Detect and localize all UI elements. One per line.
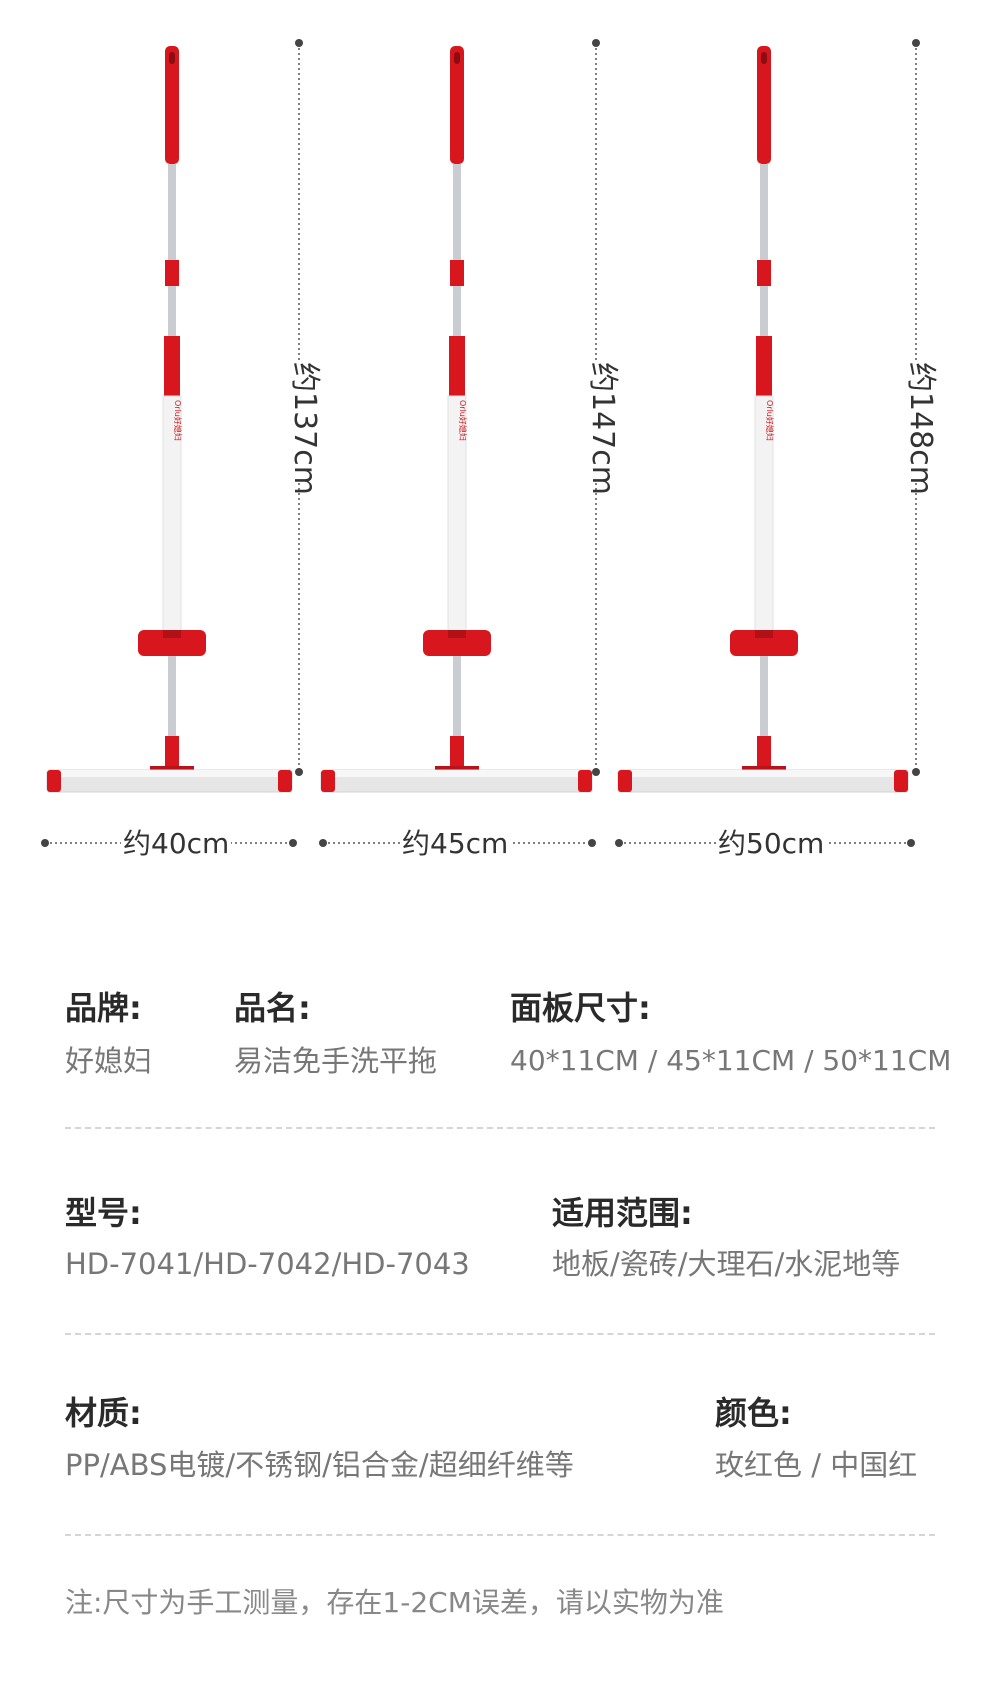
mop-2-pole-upper: [453, 164, 461, 260]
mop-3-pole-upper: [760, 164, 768, 260]
panel-size-label: 面板尺寸:: [510, 989, 651, 1027]
product-name-label: 品名:: [234, 989, 311, 1027]
mop-2-width-label: 约45cm: [400, 827, 511, 861]
mop-1-pole-logo: Orlu好媳妇: [173, 400, 183, 441]
model-value: HD-7041/HD-7042/HD-7043: [65, 1247, 470, 1281]
mop-3-clamp-slot: [755, 630, 773, 638]
mop-3-swivel-joint: [757, 736, 771, 766]
mop-3-pad-end-right: [894, 770, 908, 792]
mop-1-height-guide-bottom-dot: [295, 768, 303, 776]
mop-1-clamp-slot: [163, 630, 181, 638]
mop-2-pad-top: [321, 770, 592, 777]
mop-1-squeeze-clamp: [138, 630, 206, 656]
mop-2-pole-logo: Orlu好媳妇: [458, 400, 468, 441]
mop-1-pad-end-left: [47, 770, 61, 792]
mop-2-pole-joint-2: [449, 336, 465, 396]
mop-2-hang-hole: [454, 52, 460, 64]
mop-3-pole-middle: [760, 286, 768, 336]
mop-1-width-guide-left-dot: [41, 839, 49, 847]
mop-3-pole-lower: [760, 656, 768, 736]
mop-1-pad-end-right: [278, 770, 292, 792]
mop-2-pad-end-left: [321, 770, 335, 792]
divider-2: [65, 1333, 935, 1335]
mop-1-hang-hole: [169, 52, 175, 64]
panel-size-value: 40*11CM / 45*11CM / 50*11CM: [510, 1044, 952, 1077]
product-name-value: 易洁免手洗平拖: [234, 1044, 438, 1078]
mop-3-width-guide-right-dot: [907, 839, 915, 847]
mop-1-pole-joint-1: [165, 260, 179, 286]
mop-drawing: Orlu好媳妇 Orlu好媳妇 Orlu好媳妇: [41, 39, 920, 847]
usage-label: 适用范围:: [552, 1194, 693, 1232]
mop-3-width-guide-left-dot: [615, 839, 623, 847]
mop-2-height-guide-top-dot: [592, 39, 600, 47]
mop-1-height-guide-top-dot: [295, 39, 303, 47]
mop-2-pole-joint-1: [450, 260, 464, 286]
mop-3-squeeze-clamp: [730, 630, 798, 656]
color-value: 玫红色 / 中国红: [715, 1448, 918, 1482]
mop-2-height-guide-bottom-dot: [592, 768, 600, 776]
mop-3-width-label: 约50cm: [716, 827, 827, 861]
mop-1-width-label: 约40cm: [121, 827, 232, 861]
mop-3-pad-end-left: [618, 770, 632, 792]
mop-2-clamp-slot: [448, 630, 466, 638]
mop-1-pole-middle: [168, 286, 176, 336]
mop-1-pole-upper: [168, 164, 176, 260]
usage-value: 地板/瓷砖/大理石/水泥地等: [552, 1247, 901, 1281]
divider-3: [65, 1534, 935, 1536]
mop-3-pole-joint-1: [757, 260, 771, 286]
mop-2-squeeze-clamp: [423, 630, 491, 656]
measurement-note: 注:尺寸为手工测量，存在1-2CM误差，请以实物为准: [65, 1586, 724, 1619]
mop-3-handle-grip: [757, 46, 771, 164]
mop-2-pad-end-right: [578, 770, 592, 792]
mop-3-pole-logo: Orlu好媳妇: [765, 400, 775, 441]
mop-1-pole-joint-2: [164, 336, 180, 396]
material-value: PP/ABS电镀/不锈钢/铝合金/超细纤维等: [65, 1448, 574, 1482]
color-label: 颜色:: [715, 1394, 792, 1432]
mop-2-pole-middle: [453, 286, 461, 336]
brand-value: 好媳妇: [65, 1044, 153, 1078]
mop-3-pole-joint-2: [756, 336, 772, 396]
divider-1: [65, 1127, 935, 1129]
mop-2-width-guide-right-dot: [588, 839, 596, 847]
mop-2-handle-grip: [450, 46, 464, 164]
mop-2-width-guide-left-dot: [319, 839, 327, 847]
mop-2-swivel-joint: [450, 736, 464, 766]
mop-1-height-label: 约137cm: [287, 362, 322, 495]
model-label: 型号:: [65, 1194, 142, 1232]
mop-3-height-guide-top-dot: [912, 39, 920, 47]
mop-1-width-guide-right-dot: [289, 839, 297, 847]
mop-1-pole-lower: [168, 656, 176, 736]
mop-3-hang-hole: [761, 52, 767, 64]
mop-3-height-guide-bottom-dot: [912, 768, 920, 776]
mop-1-swivel-joint: [165, 736, 179, 766]
mop-3-pad-top: [618, 770, 908, 777]
mop-1-handle-grip: [165, 46, 179, 164]
mop-3-height-label: 约148cm: [903, 362, 938, 495]
mop-1-pad-top: [47, 770, 292, 777]
material-label: 材质:: [65, 1394, 142, 1432]
mop-2-pole-lower: [453, 656, 461, 736]
brand-label: 品牌:: [65, 989, 142, 1027]
mop-2-height-label: 约147cm: [585, 362, 620, 495]
